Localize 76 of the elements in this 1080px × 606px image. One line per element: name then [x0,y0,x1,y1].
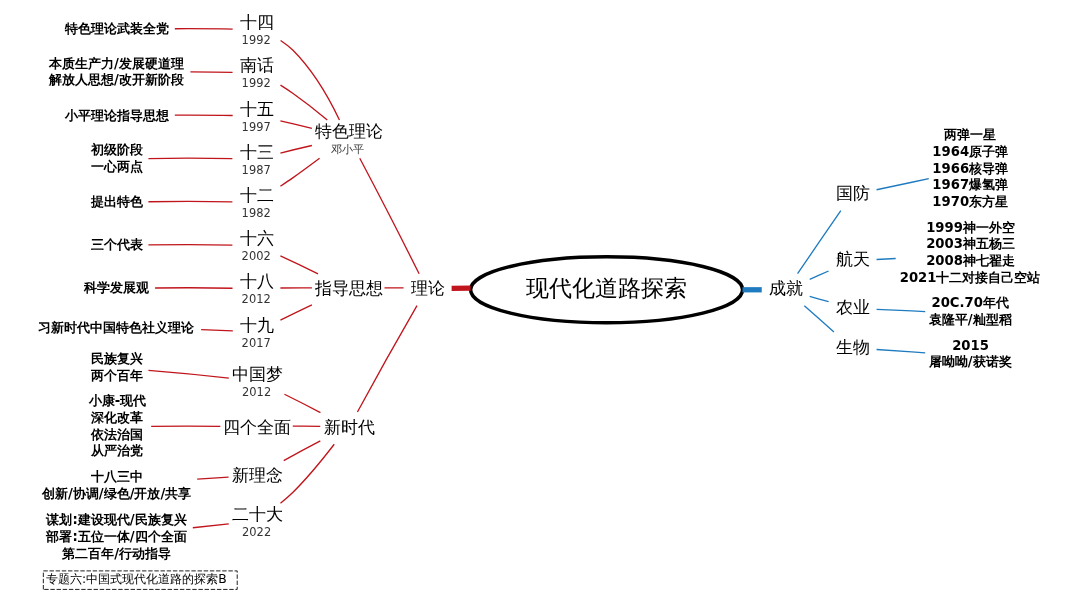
connector [279,304,313,321]
node-text: 十二 1982 [239,184,274,220]
node-text: 提出特色 [90,194,143,210]
connector [808,295,829,303]
connector [358,157,420,275]
connector [875,308,926,313]
connector [200,328,233,332]
node-text: 成就 [768,278,803,299]
node-text: 民族复兴 两个百年 [90,350,143,383]
connector [282,440,321,462]
connector [147,369,229,379]
node-text: 十九 2017 [239,314,274,350]
connector [191,523,229,529]
node-text: 本质生产力/发展硬道理 解放人思想/改开新阶段 [48,55,184,88]
node-text: 十四 1992 [239,12,274,48]
node-text: 理论 [410,278,445,299]
node-text: 特色理论武装全党 [64,21,169,37]
node-text: 1999神一外空 2003神五杨三 2008神七翟走 2021十二对接自己空站 [899,219,1040,285]
connector [279,157,320,187]
node-text: 南话 1992 [239,55,274,91]
connector [279,120,313,130]
connector [383,287,404,289]
node-text: 十八 2012 [239,271,274,307]
node-text: 国防 [835,183,870,204]
node-text: 中国梦 2012 [231,363,283,399]
node-text: 十八三中 创新/协调/绿色/开放/共享 [41,469,191,501]
node-text: 十三 1987 [239,141,274,177]
node-text: 20C.70年代 袁隆平/籼型稻 [928,295,1012,328]
node-text: 十五 1997 [239,98,274,134]
connector [279,39,340,121]
connector [803,305,835,333]
node-text: 初级阶段 一心两点 [90,142,143,174]
node-text: 谋划:建设现代/民族复兴 部署:五位一体/四个全面 第二百年/行动指导 [45,512,187,561]
connector [875,178,929,191]
connector [279,443,335,504]
node-text: 三个代表 [90,237,143,253]
node-text: 四个全面 [222,416,291,437]
connector [279,287,313,289]
connector [875,257,896,261]
connector [147,200,233,203]
connector [189,71,233,73]
node-text: 小康-现代 深化改革 依法治国 从严治党 [88,393,146,459]
connector [808,270,829,281]
node-text: 新理念 [231,465,283,486]
node-text: 航天 [835,249,870,270]
node-text: 农业 [835,296,870,317]
connector [147,157,233,160]
connector [356,305,418,413]
node-text: 指导思想 [314,278,383,299]
node-text: 科学发展观 [83,280,149,296]
connector [150,425,221,428]
connector [153,287,233,289]
node-text: 特色理论 邓小平 [314,120,383,156]
connector [875,348,926,354]
node-ellipse: 现代化道路探索 [468,255,744,325]
connector [173,28,233,30]
connector [173,114,233,117]
node-text: 2015 屠呦呦/获诺奖 [928,337,1012,370]
node-text: 小平理论指导思想 [64,107,169,123]
node-text: 生物 [835,336,870,357]
connector [147,243,233,246]
connector [196,476,229,480]
connector [283,393,321,414]
connector [279,84,328,121]
connector [742,287,762,293]
node-text: 习新时代中国特色社义理论 [37,320,194,336]
node-text: 二十大 2022 [231,503,283,539]
connector [796,209,841,275]
connector [279,144,313,154]
connector [451,285,471,292]
caption: 专题六:中国式现代化道路的探索B [45,572,227,587]
node-text: 十六 2002 [239,228,274,264]
connector [291,425,321,427]
node-text: 新时代 [323,416,375,437]
node-text: 两弹一星 1964原子弹 1966核导弹 1967爆氢弹 1970东方星 [931,127,1008,210]
connector [279,255,319,275]
